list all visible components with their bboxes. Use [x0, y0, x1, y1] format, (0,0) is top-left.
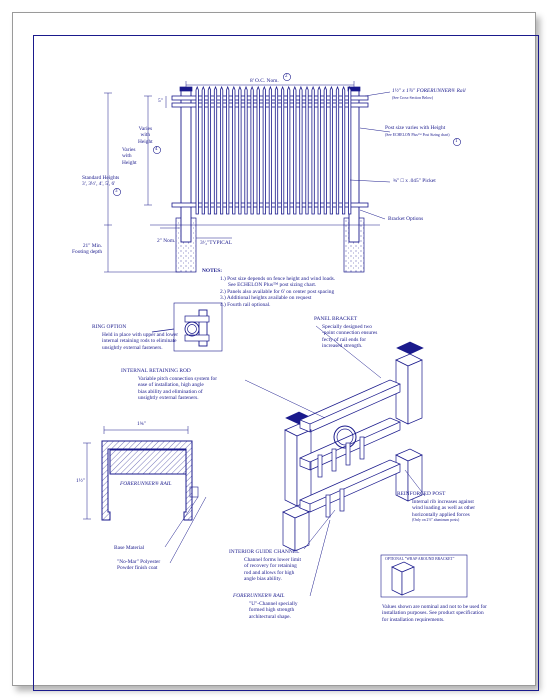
gap-5-label: 5"	[158, 98, 163, 104]
picket	[287, 85, 291, 215]
ring-option-title: RING OPTION	[92, 324, 127, 330]
picket	[293, 85, 297, 215]
rail-height-label: 1½"	[76, 478, 85, 484]
picket	[244, 85, 248, 215]
picket	[348, 85, 352, 215]
picket	[262, 85, 266, 215]
disclaimer-text: Values shown are nominal and not to be u…	[382, 604, 487, 623]
drawing-sheet	[12, 12, 539, 691]
panel-bracket-text: Specially designed two-point connection …	[322, 324, 378, 350]
assembly-pickets	[317, 436, 365, 518]
base-material-label: Base Material	[114, 545, 145, 551]
dimension-lines	[104, 81, 391, 273]
callout-2	[283, 73, 291, 81]
picket	[238, 85, 242, 215]
left-post	[180, 89, 192, 243]
rail-sub-label: (See Cross-Section Below)	[392, 96, 434, 100]
typical-label: 3¹⁄₂"TYPICAL	[200, 240, 233, 246]
picket	[232, 85, 236, 215]
picket	[207, 85, 211, 215]
picket	[281, 85, 285, 215]
picket	[311, 85, 315, 215]
guide-channel-title: INTERIOR GUIDE CHANNEL	[229, 549, 300, 555]
callout-2-label: 2	[285, 74, 288, 79]
assembly-picket	[359, 436, 365, 460]
callout-3	[113, 188, 121, 196]
pickets	[195, 85, 352, 215]
callout-1	[453, 138, 461, 146]
picket	[201, 85, 205, 215]
post-sub-label: (See ECHELON Plus™ Post Sizing chart)	[385, 133, 450, 137]
callout-1-label: 1	[455, 139, 458, 144]
notes-title: NOTES:	[202, 268, 223, 274]
callout-4-label: 4	[155, 147, 158, 152]
assembly-rail	[299, 379, 401, 433]
footing-label: 21" Min.Footing depth	[72, 243, 103, 256]
assembly-picket	[345, 442, 351, 466]
forerunner-rail-title: FORERUNNER® RAIL	[233, 593, 285, 599]
rail-section-label: FORERUNNER® RAIL	[120, 481, 172, 487]
panel-bracket-title: PANEL BRACKET	[314, 316, 358, 322]
retaining-rod-title: INTERNAL RETAINING ROD	[121, 368, 191, 374]
notes-list: 1.) Post size depends on fence height an…	[220, 276, 336, 308]
picket	[250, 85, 254, 215]
picket	[274, 85, 279, 215]
picket	[220, 85, 224, 215]
picket	[226, 85, 230, 215]
rail-cross-section	[83, 426, 207, 564]
callout-3-label: 3	[115, 189, 118, 194]
nom-2-label: 2" Nom.	[157, 238, 176, 244]
reinforced-post-title: REINFORCED POST	[397, 491, 446, 497]
optional-bracket-title: OPTIONAL "WRAP AROUND BRACKET"	[385, 557, 455, 561]
reference-callouts	[113, 73, 461, 196]
rail-label: 1½" x 1¾" FORERUNNER® Rail	[392, 88, 466, 94]
picket	[213, 85, 218, 215]
picket	[335, 85, 340, 215]
assembly-picket	[339, 488, 345, 512]
picket	[195, 85, 199, 215]
picket	[329, 85, 333, 215]
assembly-exploded-view	[244, 325, 468, 598]
drawing-border	[33, 35, 539, 691]
bracket-options-label: Bracket Options	[388, 216, 424, 222]
picket	[317, 85, 321, 215]
assembly-picket	[325, 494, 331, 518]
picket	[323, 85, 327, 215]
assembly-picket	[317, 454, 323, 478]
oc-dimension: 8' O.C. Nom.	[250, 78, 279, 84]
picket-label: ¾" □ x .045" Picket	[393, 178, 436, 184]
picket	[268, 85, 272, 215]
post-label: Post size varies with Height	[385, 125, 446, 131]
fence-elevation	[150, 85, 380, 273]
ring-option-detail	[151, 302, 223, 352]
rail-width-label: 1¾"	[137, 421, 146, 427]
assembly-picket	[331, 448, 337, 472]
callout-4	[153, 146, 161, 154]
picket	[305, 85, 309, 215]
picket	[256, 85, 260, 215]
picket	[299, 85, 303, 215]
picket	[342, 85, 346, 215]
